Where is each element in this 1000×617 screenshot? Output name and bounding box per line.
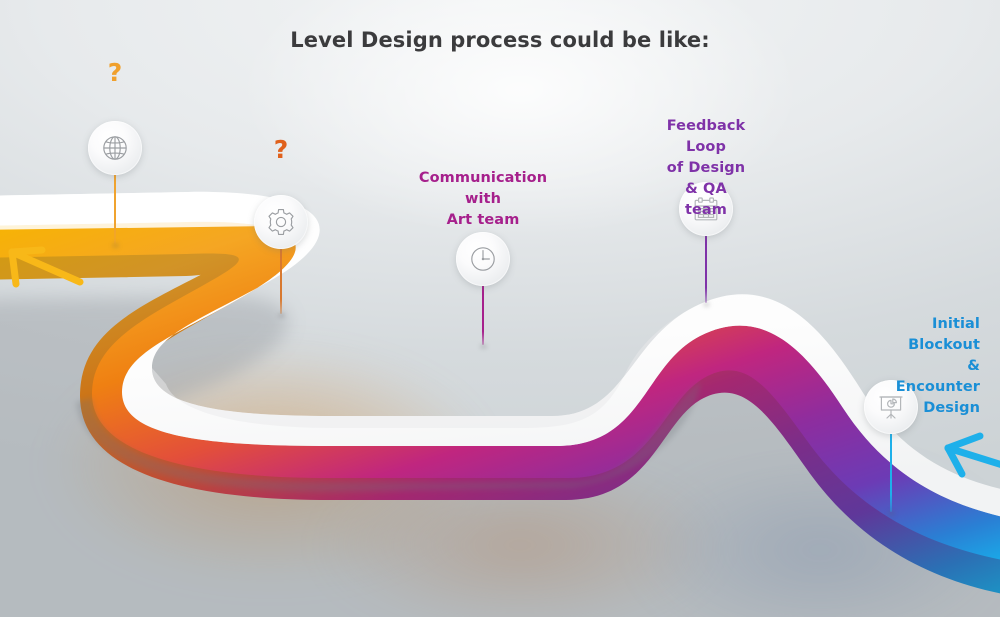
clock-icon <box>471 247 495 271</box>
milestone-stem <box>482 283 484 345</box>
road-edge <box>0 221 1000 594</box>
globe-icon <box>103 136 127 160</box>
milestone-stem-shadow <box>112 243 119 248</box>
milestone-label-question: ? <box>107 58 123 87</box>
milestone-label-text: Communication with Art team <box>418 170 548 229</box>
milestone-stem <box>890 431 892 512</box>
milestone-label-question: ? <box>273 135 289 164</box>
milestone-stem-shadow <box>888 511 895 516</box>
milestone-stem <box>280 246 282 314</box>
clock-icon-badge[interactable] <box>456 232 510 286</box>
milestone-stem-shadow <box>278 313 285 318</box>
presentation-chart-icon-badge[interactable] <box>864 380 918 434</box>
presentation-chart-icon <box>879 396 903 419</box>
start-arrow-blue-icon <box>944 432 1000 478</box>
milestone-stem-shadow <box>703 302 710 307</box>
gear-icon-badge[interactable] <box>254 195 308 249</box>
calendar-icon-badge[interactable] <box>679 182 733 236</box>
milestone-stem <box>114 172 116 244</box>
end-arrow-yellow-icon <box>8 246 84 288</box>
calendar-icon <box>694 197 718 221</box>
milestone-stem-shadow <box>480 344 487 349</box>
milestone-label-text: Initial Blockout & Encounter Design <box>895 316 981 417</box>
page-title: Level Design process could be like: <box>290 28 710 52</box>
globe-icon-badge[interactable] <box>88 121 142 175</box>
gear-icon <box>268 209 294 235</box>
milestone-label-text: Feedback Loop of Design & QA team <box>666 118 746 219</box>
road-surface <box>0 191 1000 517</box>
milestone-stem <box>705 233 707 303</box>
